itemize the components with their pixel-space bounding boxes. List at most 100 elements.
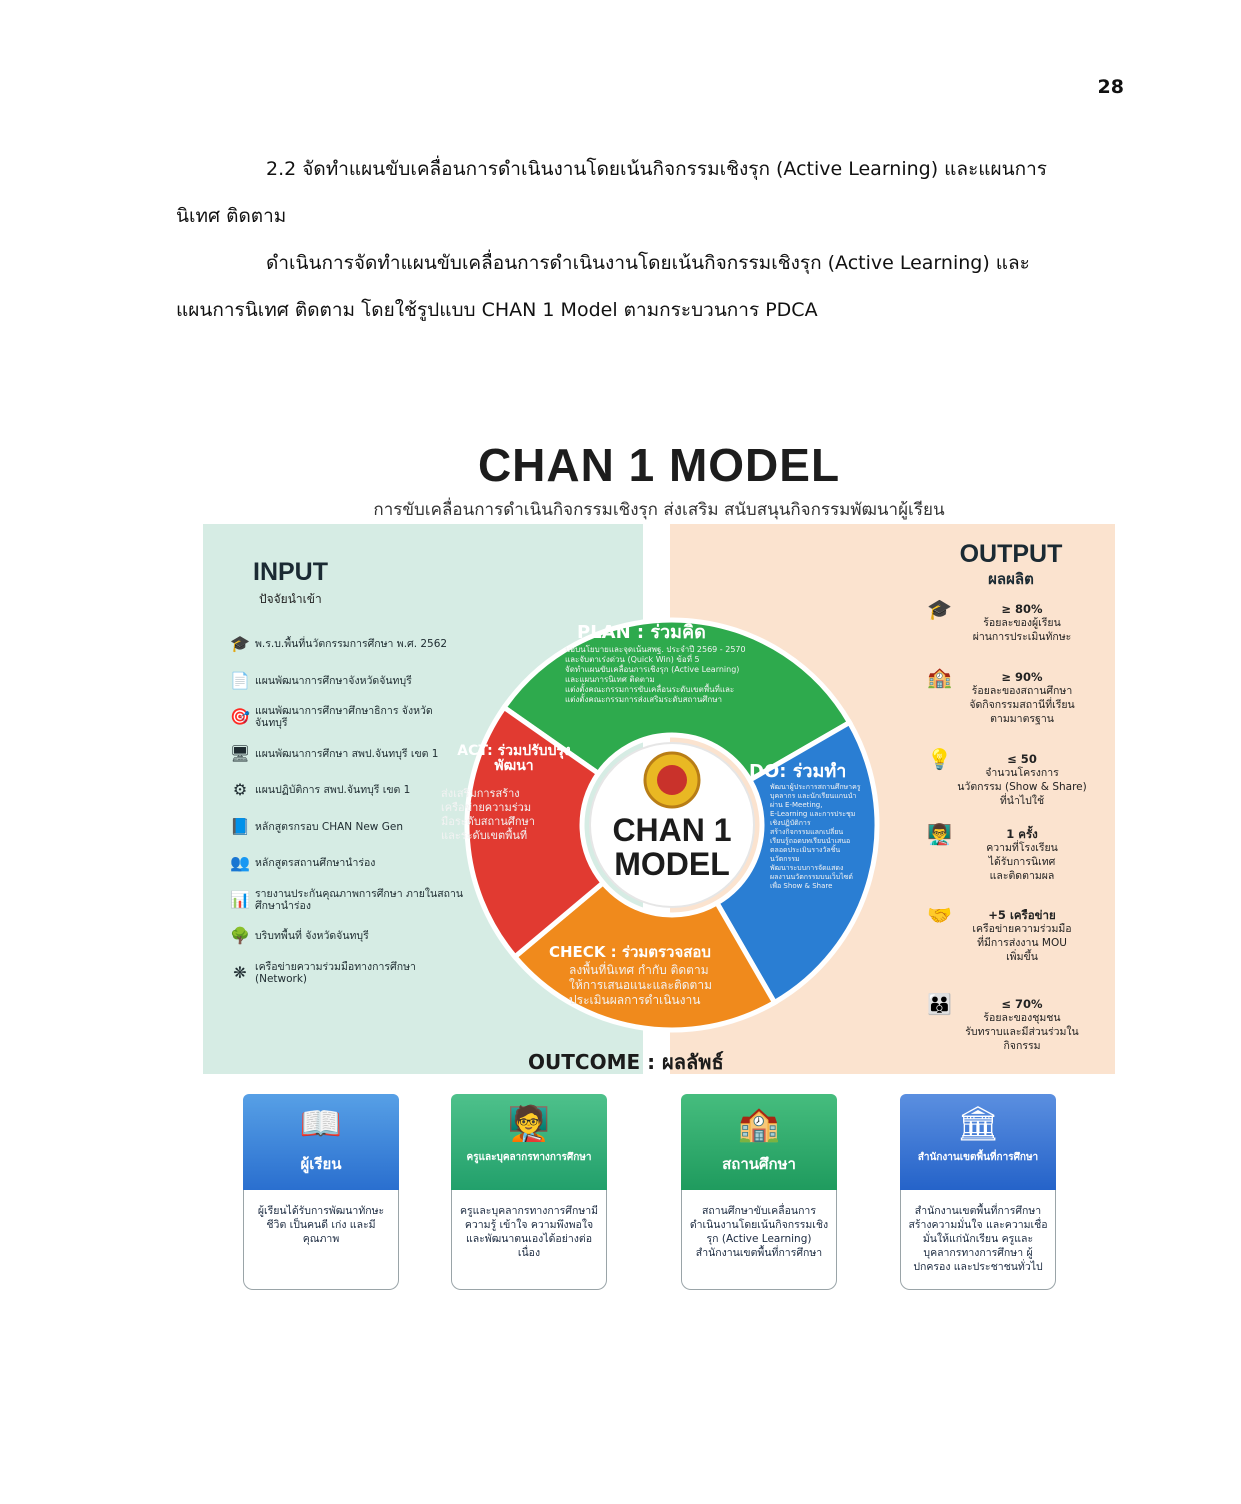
plan-text-line: แต่งตั้งคณะกรรมการขับเคลื่อนระดับเขตพื้น… xyxy=(565,685,735,694)
input-subtitle: ปัจจัยนำเข้า xyxy=(259,592,322,606)
input-item: 🎯แผนพัฒนาการศึกษาศึกษาธิการ จังหวัดจันทบ… xyxy=(225,699,465,736)
do-text-line: ผ่าน E-Meeting, xyxy=(770,801,823,809)
do-text-line: พัฒนาผู้ประการสถานศึกษาครู xyxy=(770,783,861,791)
plan-text: มอบนโยบายและจุดเน้นสพฐ. ประจำปี 2569 - 2… xyxy=(565,645,795,705)
input-item: 📘หลักสูตรกรอบ CHAN New Gen xyxy=(225,809,465,846)
act-text-line: และระดับเขตพื้นที่ xyxy=(441,829,528,842)
plan-text-line: แต่งตั้งคณะกรรมการส่งเสริมระดับสถานศึกษา xyxy=(565,695,722,704)
outcome-card-label: สถานศึกษา xyxy=(722,1155,796,1173)
output-item-line: ความที่โรงเรียน xyxy=(986,842,1058,854)
outcome-card: 🏫สถานศึกษาสถานศึกษาขับเคลื่อนการดำเนินงา… xyxy=(681,1094,837,1294)
figure-subtitle: การขับเคลื่อนการดำเนินกิจกรรมเชิงรุก ส่ง… xyxy=(373,500,945,520)
output-item-line: กิจกรรม xyxy=(1003,1040,1041,1052)
do-title: DO: ร่วมทำ xyxy=(749,761,847,782)
output-item-line: เพิ่มขึ้น xyxy=(1006,951,1038,963)
do-text-line: เพื่อ Show & Share xyxy=(770,882,833,890)
act-text-line: ส่งเสริมการสร้าง xyxy=(441,787,520,800)
output-item-value: 1 ครั้ง xyxy=(1006,827,1038,841)
community-icon: 👪 xyxy=(927,992,952,1016)
output-item-line: ร้อยละของสถานศึกษา xyxy=(971,685,1073,697)
outcome-card-header: 🧑‍🏫ครูและบุคลากรทางการศึกษา xyxy=(451,1094,607,1190)
outcome-card: 📖ผู้เรียนผู้เรียนได้รับการพัฒนาทักษะชีวิ… xyxy=(243,1094,399,1294)
report-icon: 📊 xyxy=(230,889,250,909)
network-icon: 🤝 xyxy=(927,903,952,927)
plan-segment xyxy=(500,617,853,784)
graduation-cap-icon: 🎓 xyxy=(927,597,952,621)
outcome-card-icon: 📖 xyxy=(299,1104,343,1144)
check-text: ลงพื้นที่นิเทศ กำกับ ติดตามให้การเสนอแนะ… xyxy=(569,963,769,1008)
supervision-icon: 👨‍🏫 xyxy=(927,822,952,846)
idea-icon: 💡 xyxy=(927,747,952,771)
document-icon: 📄 xyxy=(230,670,250,690)
outcome-card-header: 📖ผู้เรียน xyxy=(243,1094,399,1190)
plan-text-line: และแผนการนิเทศ ติดตาม xyxy=(565,675,655,684)
check-text-line: ลงพื้นที่นิเทศ กำกับ ติดตาม xyxy=(569,963,709,977)
input-item-label: แผนพัฒนาการศึกษาศึกษาธิการ จังหวัดจันทบุ… xyxy=(255,705,433,730)
graduation-cap-icon: 🎓 xyxy=(230,634,250,654)
do-text-line: ผลงานนวัตกรรมบนเว็บไซต์ xyxy=(770,873,853,881)
outcome-card-header: 🏛 สำนักงานเขตพื้นที่การศึกษา xyxy=(900,1094,1056,1190)
output-item-value: ≤ 50 xyxy=(1007,752,1037,766)
output-item-line: ได้รับการนิเทศ xyxy=(988,856,1056,868)
plan-title: PLAN : ร่วมคิด xyxy=(577,622,706,643)
paragraph-1-line-1: 2.2 จัดทำแผนขับเคลื่อนการดำเนินงานโดยเน้… xyxy=(266,158,1048,180)
input-item-label: หลักสูตรสถานศึกษานำร่อง xyxy=(255,857,376,870)
do-text-line: ตลอดประเมินรางวัลชิ้น xyxy=(770,846,841,854)
do-text-line: บุคลากร และนักเรียนแกนนำ xyxy=(770,792,857,800)
paragraph-2-line-2: แผนการนิเทศ ติดตาม โดยใช้รูปแบบ CHAN 1 M… xyxy=(176,299,818,321)
outcome-card-icon: 🧑‍🏫 xyxy=(507,1104,551,1144)
outcome-card-icon: 🏫 xyxy=(737,1104,781,1144)
outcome-card-text: สำนักงานเขตพื้นที่การศึกษาสร้างความมั่นใ… xyxy=(900,1190,1056,1290)
act-text-line: มือระดับสถานศึกษา xyxy=(441,815,535,828)
center-title-1: CHAN 1 xyxy=(612,812,731,848)
output-item: 👪≤ 70%ร้อยละของชุมชนรับทราบและมีส่วนร่วม… xyxy=(927,994,1111,1053)
emblem-inner xyxy=(657,765,687,795)
pdca-ring: CHAN 1 MODEL xyxy=(464,617,880,1033)
input-item: 📄แผนพัฒนาการศึกษาจังหวัดจันทบุรี xyxy=(225,663,465,700)
check-text-line: ประเมินผลการดำเนินงาน xyxy=(569,993,701,1007)
do-text-line: เรียนรู้ถอดบทเรียนนำเสนอ xyxy=(770,837,851,845)
book-icon: 📘 xyxy=(230,816,250,836)
input-item-label: แผนพัฒนาการศึกษา สพป.จันทบุรี เขต 1 xyxy=(255,747,439,760)
outcome-card-icon: 🏛 xyxy=(956,1104,1000,1144)
plan-text-line: มอบนโยบายและจุดเน้นสพฐ. ประจำปี 2569 - 2… xyxy=(565,645,746,654)
output-item-line: ผ่านการประเมินทักษะ xyxy=(972,631,1072,643)
input-item-label: บริบทพื้นที่ จังหวัดจันทบุรี xyxy=(255,930,369,943)
input-item: 🎓 พ.ร.บ.พื้นที่นวัตกรรมการศึกษา พ.ศ. 2562 xyxy=(225,626,465,663)
area-icon: 🌳 xyxy=(230,926,250,946)
input-item-label: เครือข่ายความร่วมมือทางการศึกษา (Network… xyxy=(255,960,416,985)
output-item-value: +5 เครือข่าย xyxy=(988,908,1056,922)
do-text-line: เชิงปฏิบัติการ xyxy=(770,819,811,827)
center-disc xyxy=(589,742,755,908)
output-item-line: ร้อยละของชุมชน xyxy=(983,1012,1061,1024)
output-title: OUTPUT xyxy=(959,540,1063,568)
output-subtitle: ผลผลิต xyxy=(988,570,1034,588)
act-title: ACT: ร่วมปรับปรุง พัฒนา xyxy=(457,743,571,774)
paragraph-2-line-1: ดำเนินการจัดทำแผนขับเคลื่อนการดำเนินงานโ… xyxy=(266,252,1030,274)
input-item-label: พ.ร.บ.พื้นที่นวัตกรรมการศึกษา พ.ศ. 2562 xyxy=(255,638,448,651)
input-item: ❋เครือข่ายความร่วมมือทางการศึกษา (Networ… xyxy=(225,955,465,992)
output-item-line: นวัตกรรม (Show & Share) xyxy=(957,781,1087,793)
output-item-line: ที่นำไปใช้ xyxy=(999,795,1045,807)
center-title-2: MODEL xyxy=(614,846,730,882)
plan-text-line: จัดทำแผนขับเคลื่อนการเชิงรุก (Active Lea… xyxy=(565,665,740,674)
output-item-value: ≥ 90% xyxy=(1001,670,1043,684)
input-item-label: แผนปฏิบัติการ สพป.จันทบุรี เขต 1 xyxy=(255,784,411,797)
do-text-line: E-Learning และการประชุม xyxy=(770,810,856,818)
input-item: 🌳 บริบทพื้นที่ จังหวัดจันทบุรี xyxy=(225,918,465,955)
page-number: 28 xyxy=(1097,76,1124,98)
outcome-card-label: สำนักงานเขตพื้นที่การศึกษา xyxy=(917,1152,1039,1163)
output-item-line: จำนวนโครงการ xyxy=(985,767,1059,779)
output-item-line: เครือข่ายความร่วมมือ xyxy=(972,923,1072,935)
outcome-card-text: ครูและบุคลากรทางการศึกษามีความรู้ เข้าใจ… xyxy=(451,1190,607,1290)
output-item-line: ตามมาตรฐาน xyxy=(990,713,1054,725)
do-text-line: นวัตกรรม xyxy=(770,855,800,863)
paragraph-1: 2.2 จัดทำแผนขับเคลื่อนการดำเนินงานโดยเน้… xyxy=(176,146,1124,240)
act-text: ส่งเสริมการสร้างเครือข่ายความร่วมมือระดั… xyxy=(441,787,561,843)
input-title: INPUT xyxy=(253,558,328,586)
check-text-line: ให้การเสนอแนะและติดตาม xyxy=(569,978,712,992)
input-item-label: รายงานประกันคุณภาพการศึกษา ภายในสถานศึกษ… xyxy=(255,887,464,912)
target-icon: 🎯 xyxy=(230,707,250,727)
input-list: 🎓 พ.ร.บ.พื้นที่นวัตกรรมการศึกษา พ.ศ. 2562… xyxy=(225,626,465,991)
